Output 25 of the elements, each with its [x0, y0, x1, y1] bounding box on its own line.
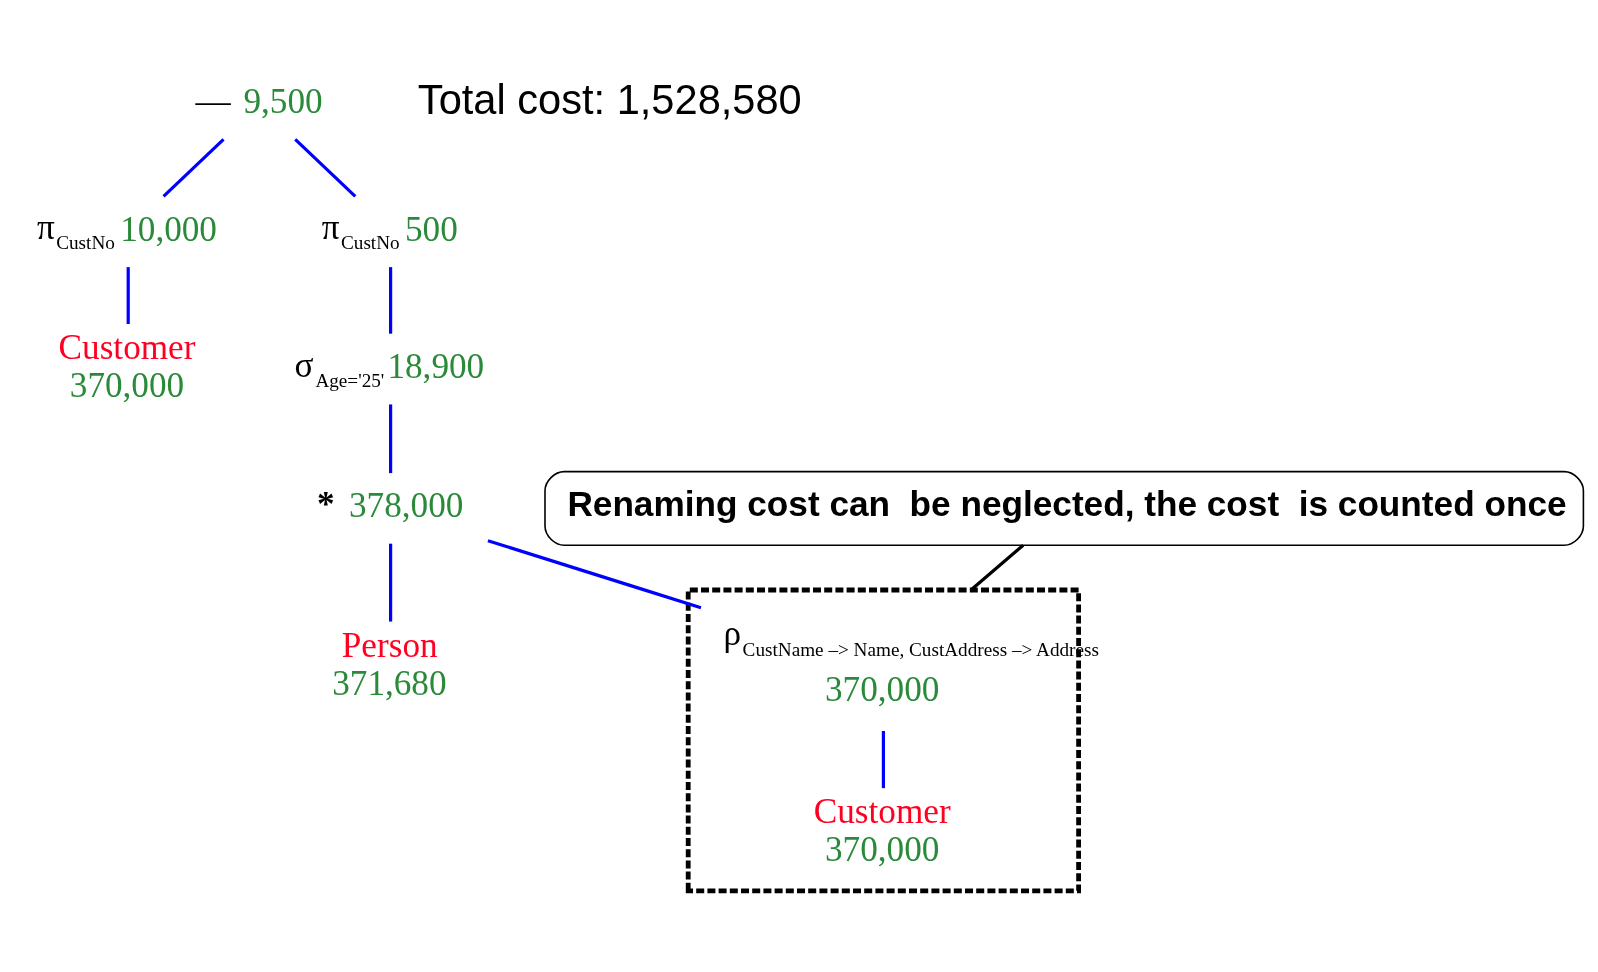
- node-label: 10,000: [120, 209, 217, 249]
- node-text: Person 371,680: [332, 625, 447, 703]
- connector: [389, 404, 393, 474]
- node-text: σ$_{Age='25'}$: [294, 345, 385, 392]
- node-box: Renaming cost can be neglected, the cost is counted once: [544, 470, 1585, 546]
- node-label: 500: [405, 209, 458, 249]
- connector: [389, 543, 393, 622]
- connector: [162, 138, 225, 198]
- connector: [969, 544, 1025, 592]
- node-label: 370,000: [825, 670, 940, 710]
- node-label: 378,000: [349, 486, 464, 526]
- node-label: 18,900: [387, 347, 485, 387]
- node-label: 9,500: [243, 81, 323, 121]
- label: Total cost: 1,528,580: [417, 75, 802, 123]
- node-text: π$_{CustNo}$: [37, 207, 115, 254]
- node-text: π$_{CustNo}$: [321, 207, 400, 254]
- node-text: Customer 370,000: [813, 791, 951, 870]
- node-text: *: [317, 484, 335, 524]
- node-text: —: [195, 81, 231, 121]
- connector: [126, 267, 130, 324]
- connector: [881, 731, 885, 789]
- connector: [389, 267, 393, 334]
- connector: [487, 539, 702, 610]
- node-text: Customer 370,000: [58, 327, 196, 406]
- connector: [294, 138, 357, 198]
